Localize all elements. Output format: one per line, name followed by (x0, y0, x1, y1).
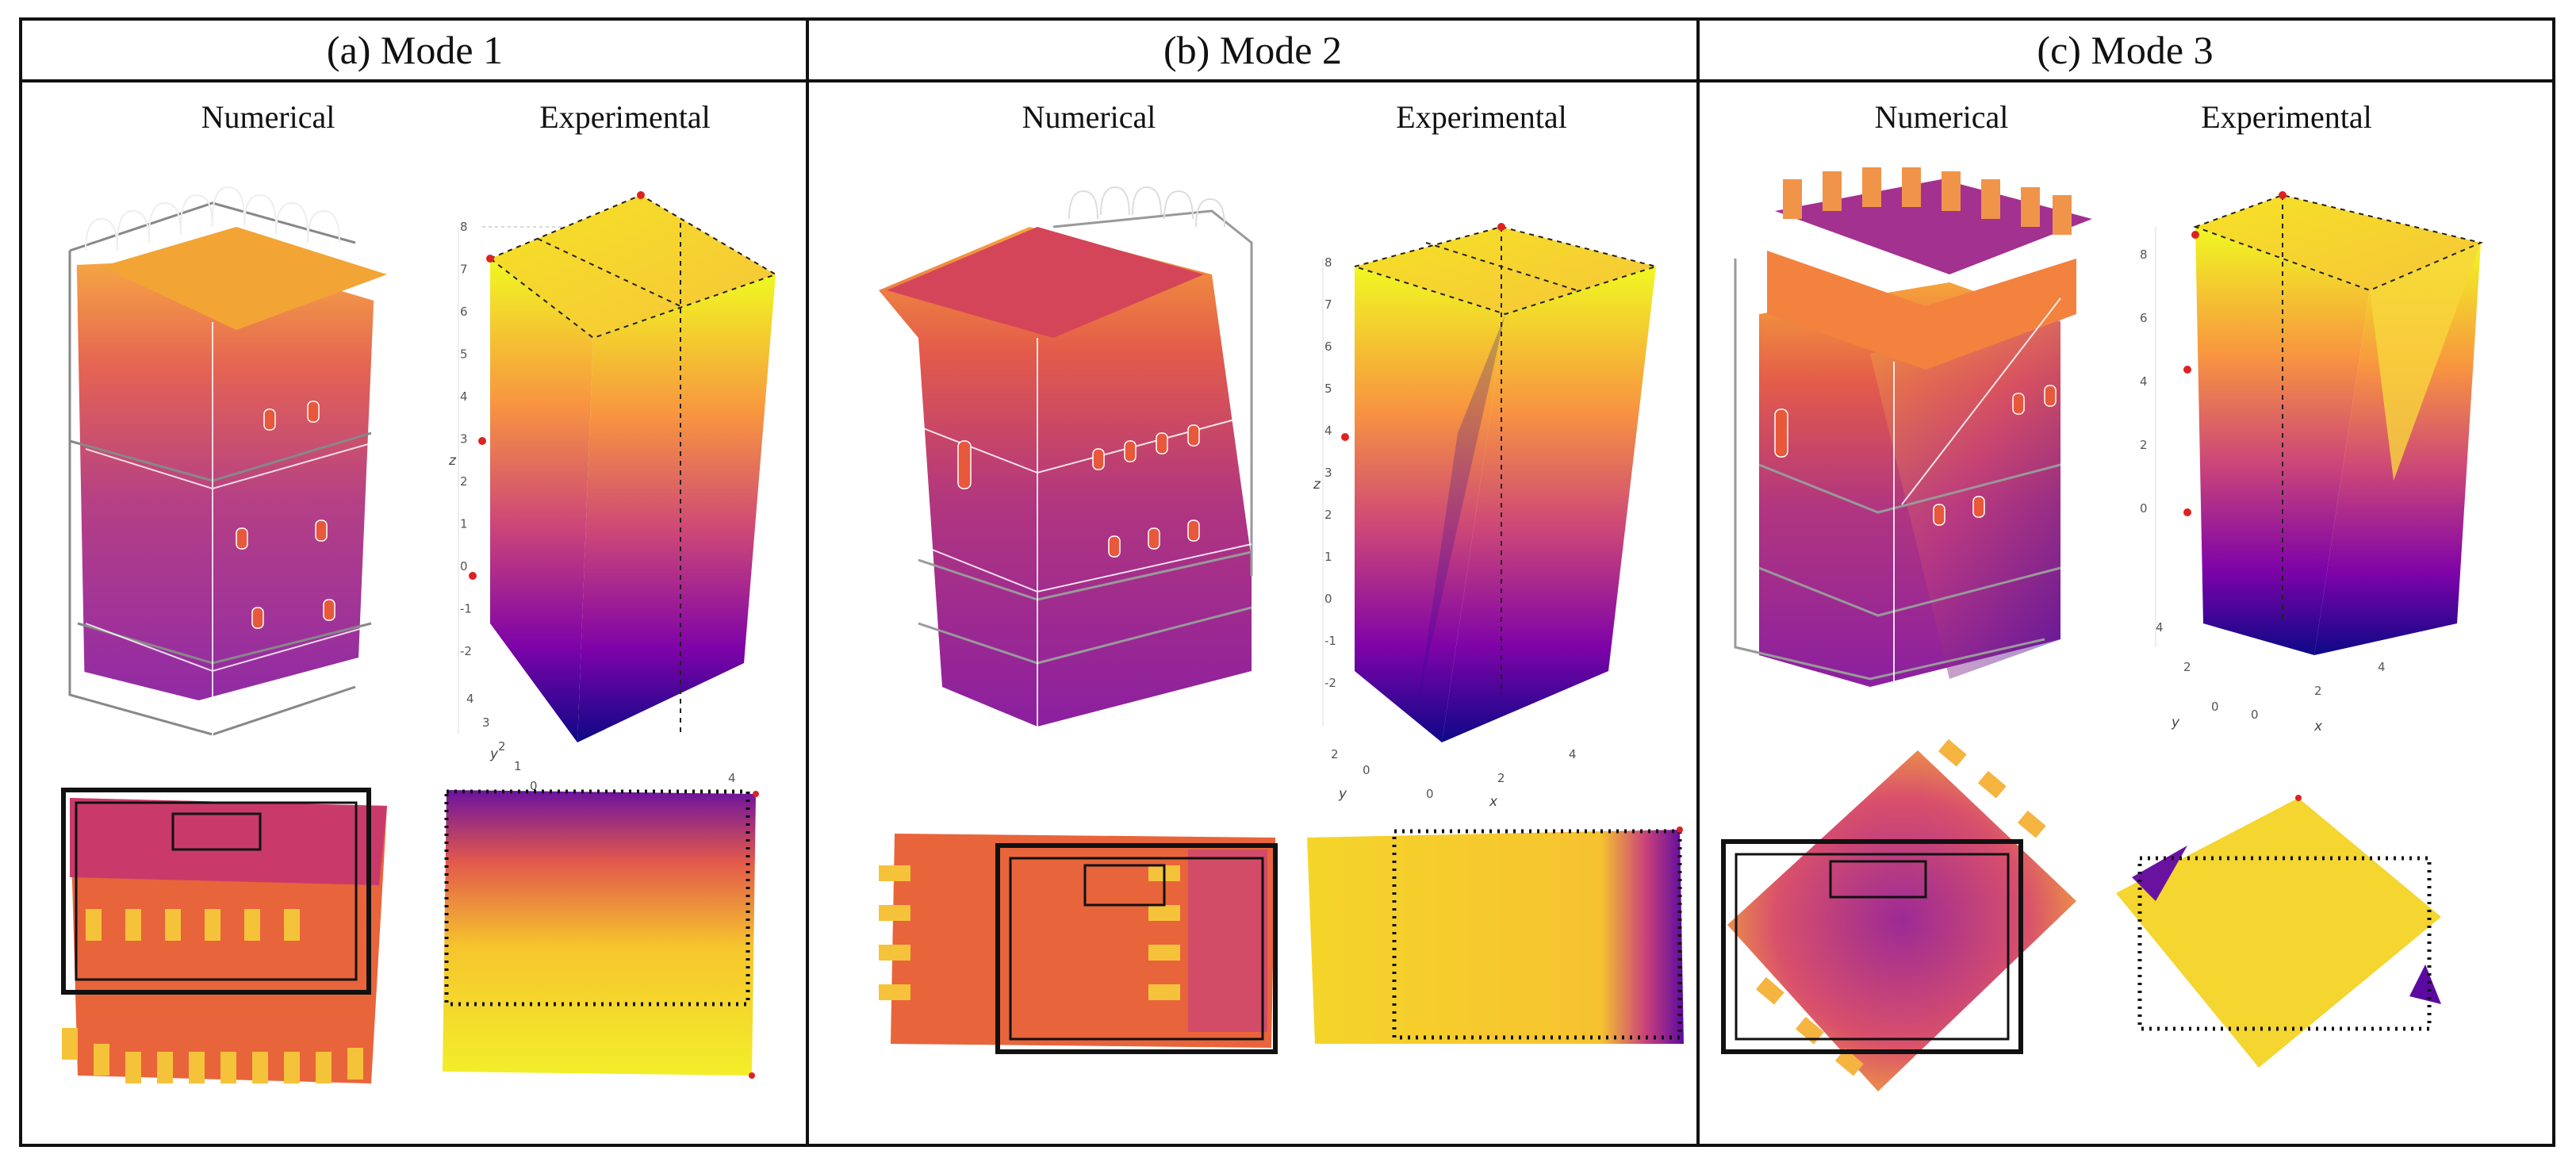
mode2-numerical-tower (879, 186, 1253, 727)
z-tick: 2 (460, 474, 468, 489)
z-tick: 6 (460, 305, 468, 319)
y-tick: 2 (1331, 747, 1339, 761)
y-tick: 1 (514, 759, 522, 773)
mode3-numerical-tower (1734, 167, 2092, 687)
numerical-label: Numerical (1874, 99, 2009, 135)
z-tick: -1 (1324, 634, 1336, 648)
column-divider (1696, 21, 1700, 1144)
y-tick: 0 (1363, 763, 1370, 777)
x-tick: 4 (728, 771, 736, 785)
z-tick: 0 (1324, 592, 1332, 606)
numerical-label: Numerical (201, 99, 335, 135)
y-tick: 2 (2183, 660, 2191, 674)
z-tick: 2 (1324, 508, 1332, 522)
x-axis-label: x (2313, 719, 2323, 734)
mode1-numerical-plan (61, 788, 387, 1083)
column-divider (806, 21, 809, 1144)
x-tick: 0 (2251, 708, 2259, 722)
z-tick: 5 (1324, 382, 1332, 396)
z-tick: 0 (460, 559, 468, 573)
z-tick: 3 (460, 432, 468, 447)
header-row: (a) Mode 1 (b) Mode 2 (c) Mode 3 (22, 21, 2552, 82)
column-title-mode-1: (a) Mode 1 (326, 28, 504, 72)
x-axis-label: x (1489, 794, 1498, 810)
mode1-numerical-tower (68, 186, 387, 750)
z-tick: 5 (460, 347, 468, 362)
x-tick: 2 (2314, 684, 2322, 698)
x-tick: 0 (1426, 787, 1434, 801)
z-tick: 3 (1324, 466, 1332, 480)
mode3-numerical-plan (1721, 738, 2076, 1091)
experimental-label: Experimental (539, 99, 711, 135)
z-tick: 1 (460, 517, 468, 531)
z-tick: -2 (460, 644, 472, 658)
experimental-label: Experimental (1396, 99, 1567, 135)
y-axis-label: y (2171, 715, 2180, 731)
mode3-experimental-plot: 8 6 4 2 0 4 2 0 y 0 2 4 x (2140, 191, 2484, 734)
y-axis-label: y (1338, 786, 1347, 802)
z-tick: 8 (1324, 255, 1332, 270)
z-tick: 1 (1324, 550, 1332, 564)
column-title-mode-2: (b) Mode 2 (1163, 28, 1342, 72)
z-axis-label: z (1313, 477, 1321, 493)
z-tick: 6 (2140, 311, 2148, 325)
z-tick: 4 (2140, 374, 2148, 389)
y-tick: 0 (530, 779, 538, 793)
z-tick: 6 (1324, 339, 1332, 354)
z-tick: 0 (2140, 501, 2148, 516)
y-tick: 4 (466, 692, 474, 706)
mode2-experimental-plan (1307, 826, 1684, 1044)
numerical-label: Numerical (1022, 99, 1156, 135)
figure-frame: (a) Mode 1 (b) Mode 2 (c) Mode 3 Numeric… (19, 17, 2555, 1147)
mode2-numerical-plan (879, 834, 1278, 1054)
x-tick: 2 (1497, 771, 1505, 785)
z-tick: -1 (460, 602, 472, 616)
mode3-experimental-plan (2116, 795, 2441, 1068)
mode2-experimental-plot: z 2 0 y 0 2 4 x 8 7 6 5 4 3 2 1 0 -1 -2 (1313, 223, 1659, 810)
y-tick: 0 (2211, 700, 2219, 714)
z-tick: 4 (460, 389, 468, 404)
x-tick: 4 (1569, 747, 1577, 761)
z-axis-label: z (448, 453, 457, 469)
z-tick: 4 (1324, 424, 1332, 438)
experimental-label: Experimental (2201, 99, 2372, 135)
column-title-mode-3: (c) Mode 3 (2037, 28, 2214, 72)
y-tick: 2 (498, 739, 506, 754)
z-tick: 8 (460, 220, 468, 234)
x-tick: 4 (2378, 660, 2386, 674)
z-tick: 2 (2140, 438, 2148, 452)
mode1-experimental-plan (443, 789, 759, 1079)
z-tick: 7 (460, 263, 468, 277)
y-tick: 4 (2156, 620, 2164, 635)
y-axis-label: y (489, 746, 499, 762)
z-tick: 8 (2140, 247, 2148, 262)
z-tick: 7 (1324, 297, 1332, 312)
z-tick: -2 (1324, 676, 1336, 690)
y-tick: 3 (482, 715, 490, 730)
